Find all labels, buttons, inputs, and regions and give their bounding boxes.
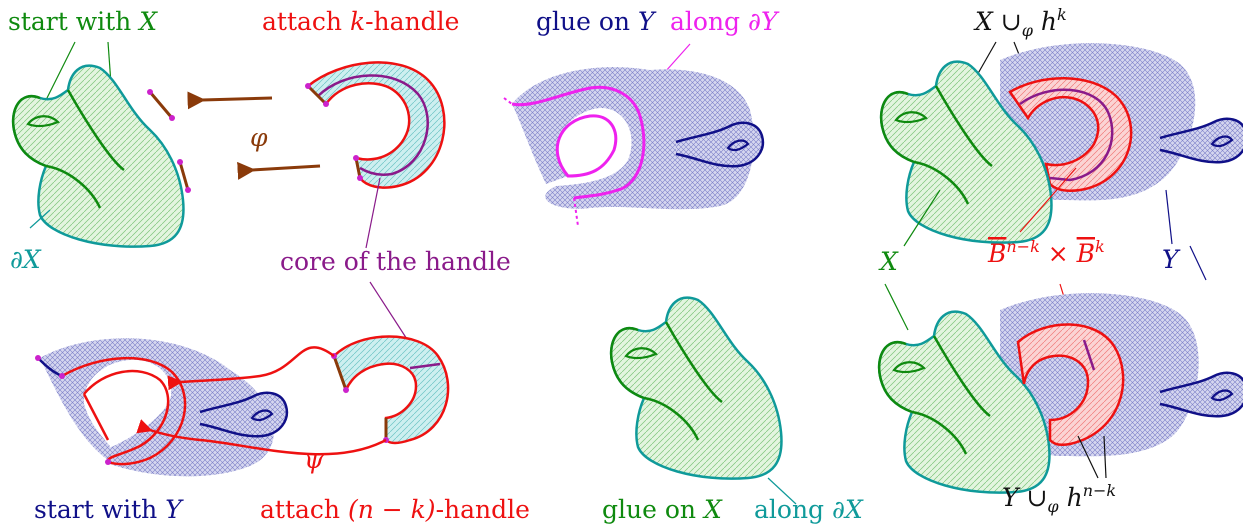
label-along-dx: along ∂X: [754, 495, 864, 524]
manifold-y-top: [503, 67, 765, 227]
pointer-line: [1077, 435, 1099, 479]
label-b-product: Bn−k × Bk: [987, 237, 1105, 268]
phi-arrow-upper: [187, 91, 273, 110]
psi-arrow-lower: [136, 419, 387, 456]
psi-arrow-upper: [167, 346, 335, 391]
k-handle: [305, 61, 446, 189]
label-phi: φ: [250, 123, 268, 152]
label-start-with-y: start with Y: [34, 495, 184, 524]
manifold-y-bottom-left: [35, 338, 289, 477]
label-x-cup-hk: X ∪φ hk: [973, 5, 1067, 40]
pointer-line: [884, 283, 909, 331]
label-y-cup-hnk: Y ∪φ hn−k: [1002, 481, 1116, 516]
label-core-of-handle: core of the handle: [280, 247, 511, 276]
pointer-line: [767, 477, 797, 505]
manifold-x-bottom: [609, 296, 783, 480]
label-attach-nk-handle: attach (n − k)-handle: [260, 495, 530, 524]
label-along-dy: along ∂Y: [670, 7, 780, 36]
label-glue-on-x: glue on X: [602, 495, 723, 524]
pointer-line: [29, 209, 51, 229]
label-boundary-x: ∂X: [10, 245, 42, 274]
phi-arrow-lower: [237, 161, 321, 180]
label-attach-k-handle: attach k-handle: [262, 7, 459, 36]
label-psi: ψ: [304, 445, 324, 474]
label-y: Y: [1162, 245, 1181, 274]
pointer-line: [903, 189, 941, 247]
pointer-line: [1103, 435, 1107, 479]
pointer-line: [1189, 245, 1207, 281]
pointer-line: [1165, 189, 1173, 245]
combined-bottom-right: [877, 293, 1243, 494]
label-start-with-x: start with X: [8, 7, 158, 36]
pointer-line: [1019, 167, 1077, 233]
nk-handle: [331, 335, 450, 445]
label-x: X: [878, 247, 899, 276]
combined-top-right: [879, 43, 1243, 244]
manifold-x-top-left: [11, 64, 191, 248]
pointer-line: [365, 177, 381, 249]
label-glue-on-y: glue on Y: [536, 7, 657, 36]
